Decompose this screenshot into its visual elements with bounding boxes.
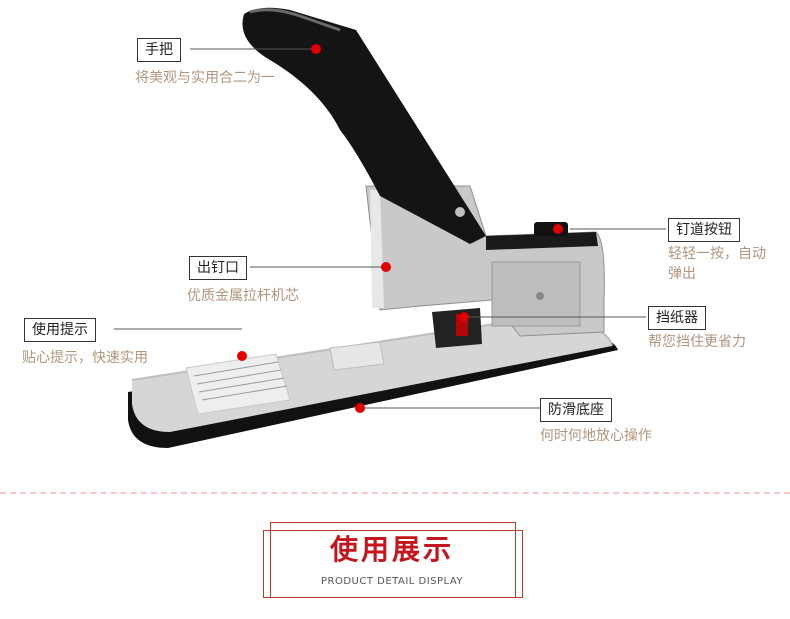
- handle-desc: 将美观与实用合二为一: [135, 70, 275, 86]
- channel-button-label: 钉道按钮: [668, 218, 740, 242]
- handle-marker: [311, 44, 321, 54]
- handle-label: 手把: [137, 38, 181, 62]
- handle-arm: [242, 7, 486, 244]
- nonslip-base-label: 防滑底座: [540, 398, 612, 422]
- paper-stop-desc: 帮您挡住更省力: [648, 334, 746, 350]
- staple-exit-label: 出钉口: [189, 256, 247, 280]
- section-subtitle: PRODUCT DETAIL DISPLAY: [320, 576, 464, 587]
- section-title-frame-offset: [263, 530, 523, 598]
- staple-exit-desc: 优质金属拉杆机芯: [187, 288, 299, 304]
- nonslip-base-desc: 何时何地放心操作: [540, 428, 652, 444]
- section-title: 使用展示: [329, 533, 454, 566]
- usage-tips-marker: [237, 351, 247, 361]
- usage-tips-desc: 贴心提示，快速实用: [22, 350, 148, 366]
- section-divider: [0, 492, 790, 494]
- usage-tips-label: 使用提示: [24, 318, 96, 342]
- depth-sticker: [329, 341, 385, 371]
- paper-stop-marker: [459, 312, 469, 322]
- stapler-illustration: [128, 7, 618, 448]
- staple-exit-marker: [381, 262, 391, 272]
- nonslip-base-marker: [355, 403, 365, 413]
- channel-button-desc: 轻轻一按，自动弹出: [668, 246, 766, 282]
- channel-button-marker: [553, 224, 563, 234]
- callout-lines: [114, 44, 666, 413]
- paper-stop-label: 挡纸器: [648, 306, 706, 330]
